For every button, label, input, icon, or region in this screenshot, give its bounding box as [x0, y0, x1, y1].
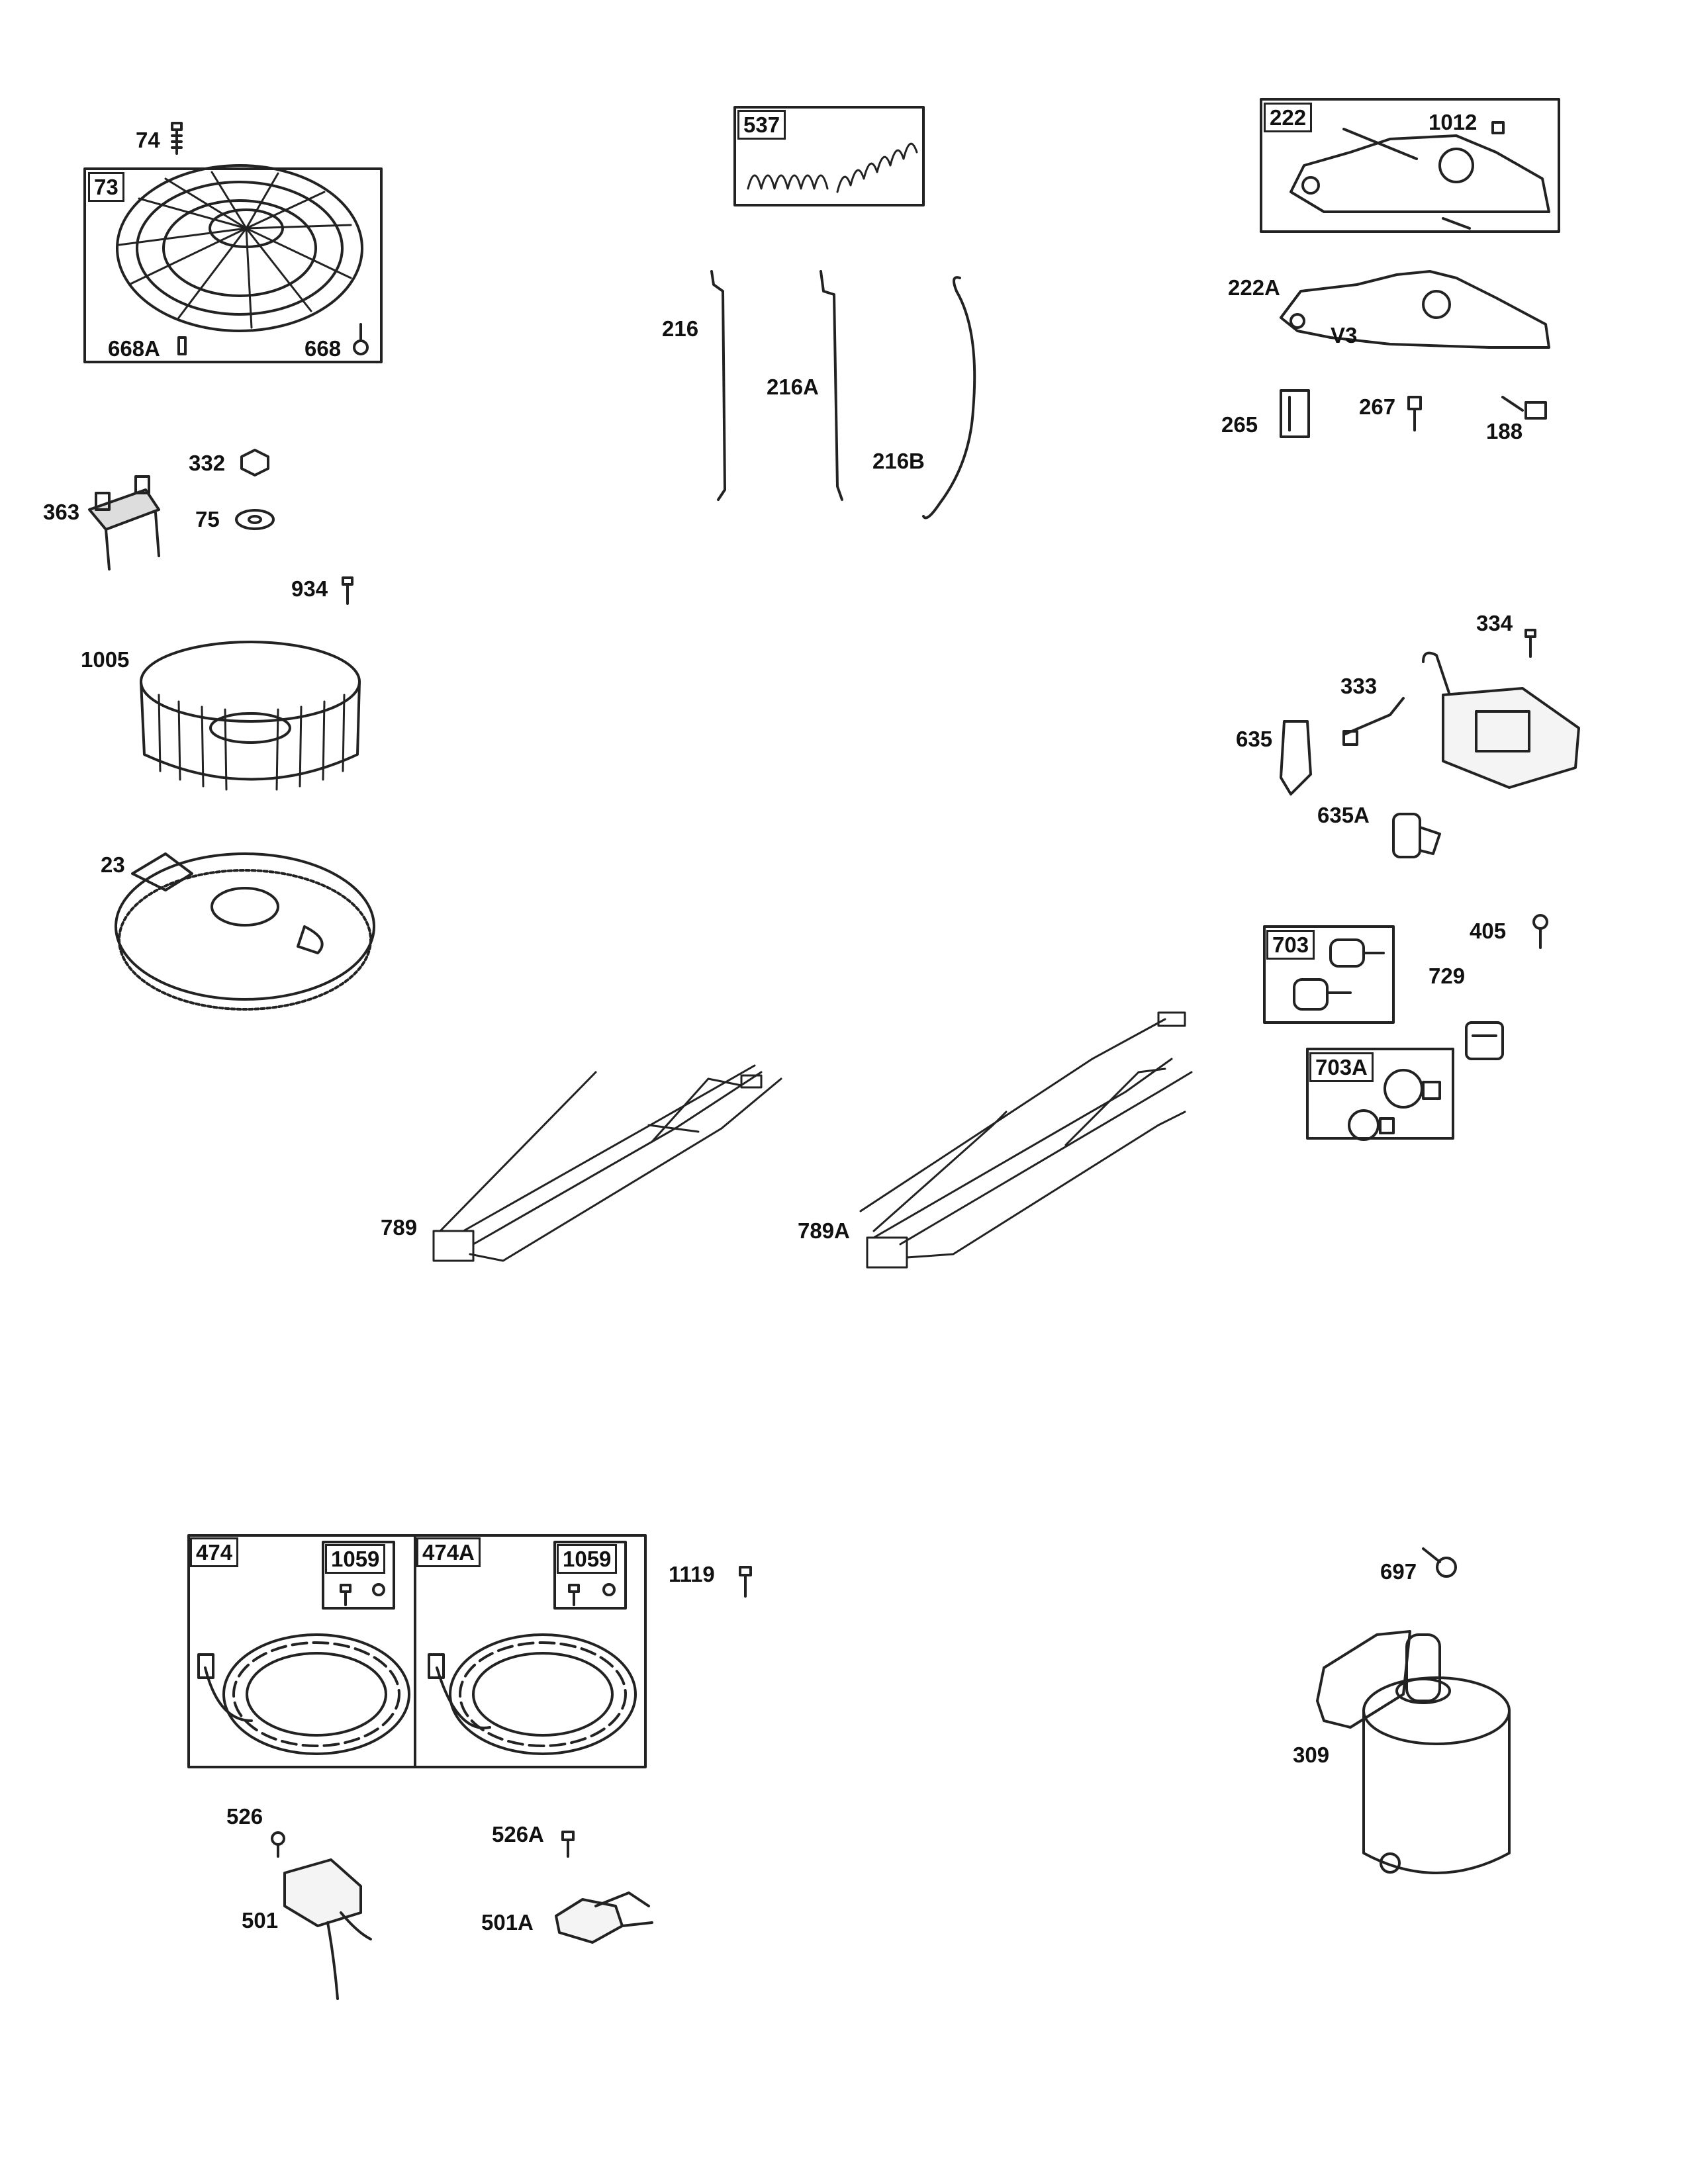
label-332: 332: [189, 451, 226, 475]
label-1119: 1119: [669, 1562, 715, 1586]
label-74: 74: [136, 128, 160, 152]
label-73: 73: [88, 172, 124, 202]
label-635: 635: [1236, 727, 1273, 751]
label-668: 668: [305, 336, 342, 361]
ignition-coil-333: [1342, 651, 1580, 789]
label-405: 405: [1470, 919, 1507, 943]
label-729: 729: [1429, 964, 1466, 988]
screw-668: [353, 323, 369, 355]
screw-405: [1532, 914, 1548, 949]
link-216a: [820, 270, 843, 501]
bracket-363: [88, 475, 160, 570]
label-216: 216: [662, 316, 699, 341]
screw-334: [1524, 629, 1536, 658]
box-222: [1260, 98, 1560, 233]
regulator-501a: [555, 1891, 653, 1944]
screws-1059-left: [340, 1583, 385, 1606]
clamps-703a: [1348, 1069, 1441, 1141]
label-216b: 216B: [872, 449, 925, 473]
governor-222: [1289, 128, 1550, 230]
label-222a: 222A: [1228, 275, 1280, 300]
wire-harness-789: [432, 1064, 782, 1262]
label-222: 222: [1264, 103, 1313, 132]
label-934: 934: [291, 576, 328, 601]
part-265: [1280, 389, 1310, 438]
label-526a: 526A: [492, 1822, 544, 1846]
screw-526a: [561, 1831, 575, 1858]
clips-703: [1293, 938, 1385, 1011]
rotating-screen-part: [116, 164, 363, 332]
screw-1119: [739, 1566, 752, 1598]
box-537: [733, 106, 925, 206]
label-333: 333: [1340, 674, 1378, 698]
label-1059-right: 1059: [557, 1544, 618, 1574]
boot-635: [1280, 720, 1312, 796]
label-501a: 501A: [481, 1910, 534, 1934]
box-474: [187, 1534, 647, 1768]
label-789: 789: [381, 1215, 418, 1240]
screw-74: [171, 122, 183, 155]
label-635a: 635A: [1317, 803, 1370, 827]
label-363: 363: [43, 500, 80, 524]
label-265: 265: [1221, 412, 1258, 437]
clamp-729: [1465, 1021, 1504, 1060]
label-1005: 1005: [81, 647, 130, 672]
label-474a: 474A: [416, 1537, 481, 1567]
box-1059-right: [553, 1541, 627, 1610]
link-216b: [922, 276, 976, 520]
washer-75: [235, 509, 275, 530]
label-75: 75: [195, 507, 220, 531]
box-1059-left: [322, 1541, 395, 1610]
box-73: [83, 167, 383, 363]
wire-harness-789a: [859, 1011, 1193, 1269]
link-216: [710, 270, 726, 501]
label-537: 537: [737, 110, 786, 140]
flywheel-23: [115, 852, 375, 1011]
label-501: 501: [242, 1908, 279, 1933]
alternator-474a: [428, 1633, 637, 1755]
label-188: 188: [1486, 419, 1523, 443]
alternator-474: [197, 1633, 410, 1755]
label-309: 309: [1293, 1743, 1330, 1767]
label-334: 334: [1476, 611, 1513, 635]
box-703: [1263, 925, 1395, 1024]
regulator-501: [283, 1858, 372, 2000]
label-703a: 703A: [1309, 1052, 1374, 1082]
label-703: 703: [1266, 930, 1315, 960]
label-1059-left: 1059: [325, 1544, 386, 1574]
bolt-697: [1422, 1547, 1457, 1578]
label-526: 526: [226, 1804, 263, 1829]
fan-1005: [140, 641, 361, 791]
label-789a: 789A: [798, 1218, 850, 1243]
screw-934: [342, 576, 353, 605]
screw-1012: [1491, 121, 1505, 134]
label-697: 697: [1380, 1559, 1417, 1584]
label-267: 267: [1359, 394, 1396, 419]
governor-222a: [1280, 270, 1550, 349]
nut-332: [240, 449, 269, 477]
label-216a: 216A: [767, 375, 819, 399]
screw-526: [271, 1831, 285, 1858]
starter-motor-309: [1316, 1630, 1511, 1874]
bolt-188: [1501, 396, 1547, 420]
label-1012: 1012: [1429, 110, 1477, 134]
springs-537: [747, 142, 918, 193]
label-23: 23: [101, 852, 125, 877]
boot-635a: [1392, 813, 1441, 858]
label-v3: V3: [1331, 323, 1358, 347]
screws-1059-right: [568, 1583, 616, 1606]
pin-668a: [177, 336, 187, 355]
label-668a: 668A: [108, 336, 160, 361]
box-703a: [1306, 1048, 1454, 1140]
screw-267: [1407, 396, 1422, 432]
label-474: 474: [190, 1537, 239, 1567]
